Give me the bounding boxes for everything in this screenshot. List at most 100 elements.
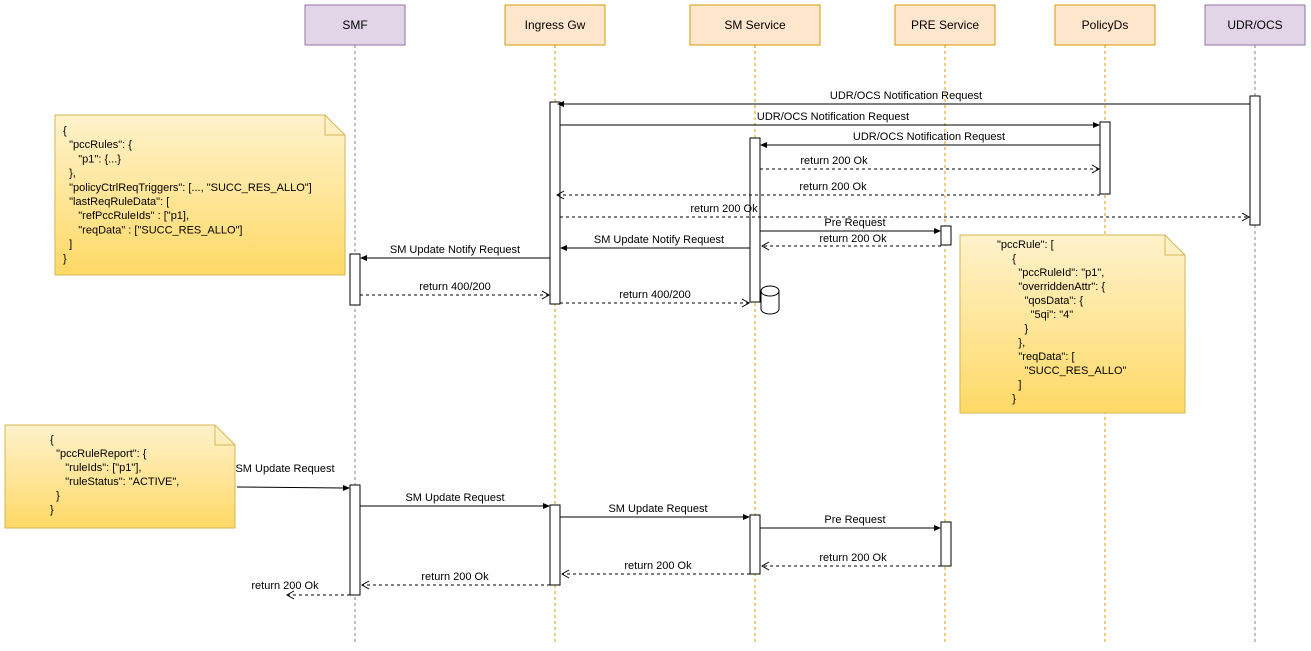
- message-sm-update-igw-to-sms[interactable]: SM Update Request: [560, 503, 750, 520]
- activation-bars: [349, 95, 1261, 596]
- note-line: {: [63, 125, 67, 137]
- note-line: }: [997, 393, 1016, 405]
- participant-ingress-gw[interactable]: Ingress Gw: [504, 4, 606, 46]
- message-label: Pre Request: [824, 514, 885, 526]
- message-label: SM Update Notify Request: [594, 234, 724, 246]
- activation-sm-service-2: [749, 514, 761, 575]
- message-label: Pre Request: [824, 217, 885, 229]
- message-label: UDR/OCS Notification Request: [757, 111, 909, 123]
- note-line: "reqData" : ["SUCC_RES_ALLO"]: [63, 224, 242, 236]
- message-return-smf-out[interactable]: return 200 Ok: [251, 580, 350, 600]
- activation-udr-ocs: [1249, 95, 1261, 226]
- message-return-pre-to-sms-2[interactable]: return 200 Ok: [760, 552, 941, 571]
- activation-pre-service-1: [940, 225, 952, 246]
- message-return-sms-to-igw-2[interactable]: return 200 Ok: [560, 560, 750, 579]
- note-line: ]: [997, 379, 1021, 391]
- activation-ingress-gw-1: [549, 101, 561, 305]
- note-line: "lastReqRuleData": [: [63, 196, 169, 208]
- message-label: UDR/OCS Notification Request: [830, 90, 982, 102]
- message-udr-notification-to-policyds[interactable]: UDR/OCS Notification Request: [560, 111, 1100, 128]
- message-label: return 200 Ok: [819, 552, 887, 564]
- participant-smf[interactable]: SMF: [304, 4, 406, 46]
- message-label: SM Update Notify Request: [390, 244, 520, 256]
- database-icon: [760, 285, 780, 315]
- participant-policyds-label: PolicyDs: [1082, 18, 1129, 32]
- note-line: "5qi": "4": [997, 309, 1073, 321]
- participant-sm-service-label: SM Service: [724, 18, 786, 32]
- message-return-policyds-to-igw[interactable]: return 200 Ok: [555, 181, 1100, 200]
- activation-ingress-gw-2: [549, 504, 561, 586]
- activation-smf-2: [349, 484, 361, 596]
- message-return-smf-to-igw[interactable]: return 400/200: [360, 281, 551, 300]
- message-sm-update-to-smf[interactable]: SM Update Request: [235, 463, 350, 491]
- note-line: "pccRule": [: [997, 239, 1054, 251]
- note-line: "ruleIds": ["p1"],: [50, 462, 141, 474]
- message-sm-update-smf-to-igw[interactable]: SM Update Request: [360, 492, 550, 509]
- note-line: "qosData": {: [997, 295, 1083, 307]
- activation-pre-service-2: [940, 521, 952, 567]
- participant-policyds[interactable]: PolicyDs: [1054, 4, 1156, 46]
- participant-sm-service[interactable]: SM Service: [689, 4, 821, 46]
- note-line: "p1": {...}: [63, 153, 121, 165]
- note-pcc-rule[interactable]: "pccRule": [ { "pccRuleId": "p1", "overr…: [959, 234, 1186, 414]
- message-label: SM Update Request: [608, 503, 707, 515]
- message-udr-notification-to-sms[interactable]: UDR/OCS Notification Request: [760, 131, 1100, 148]
- messages: UDR/OCS Notification Request UDR/OCS Not…: [235, 90, 1251, 600]
- message-label: return 200 Ok: [800, 155, 868, 167]
- note-line: {: [997, 253, 1016, 265]
- note-line: },: [997, 337, 1025, 349]
- message-label: UDR/OCS Notification Request: [853, 131, 1005, 143]
- note-line: }: [50, 490, 60, 502]
- participant-pre-service-label: PRE Service: [911, 18, 979, 32]
- note-line: {: [50, 434, 54, 446]
- message-return-igw-to-udr[interactable]: return 200 Ok: [560, 203, 1251, 222]
- message-return-igw-to-smf-2[interactable]: return 200 Ok: [360, 571, 550, 590]
- note-pcc-rule-text: "pccRule": [ { "pccRuleId": "p1", "overr…: [997, 239, 1127, 405]
- message-label: return 200 Ok: [624, 560, 692, 572]
- note-line: "pccRuleReport": {: [50, 448, 147, 460]
- note-line: "reqData": [: [997, 351, 1075, 363]
- note-pcc-rules[interactable]: { "pccRules": { "p1": {...} }, "policyCt…: [54, 114, 346, 276]
- note-line: "SUCC_RES_ALLO": [997, 365, 1127, 377]
- activation-policyds: [1099, 121, 1111, 195]
- message-pre-request-2[interactable]: Pre Request: [760, 514, 941, 531]
- message-udr-notification-to-igw[interactable]: UDR/OCS Notification Request: [557, 90, 1250, 107]
- message-label: return 400/200: [419, 281, 491, 293]
- note-line: }: [997, 323, 1029, 335]
- message-return-pre-to-sms[interactable]: return 200 Ok: [760, 233, 941, 251]
- note-line: }: [50, 504, 54, 516]
- message-pre-request-1[interactable]: Pre Request: [760, 217, 941, 234]
- participant-udr-ocs[interactable]: UDR/OCS: [1204, 4, 1306, 46]
- note-line: "refPccRuleIds" : ["p1],: [63, 210, 189, 222]
- activation-sm-service-1: [749, 137, 761, 303]
- message-label: return 200 Ok: [421, 571, 489, 583]
- message-return-sms-to-policyds[interactable]: return 200 Ok: [760, 155, 1101, 174]
- note-line: ]: [63, 239, 72, 251]
- message-label: return 200 Ok: [819, 233, 887, 245]
- note-pcc-rule-report-text: { "pccRuleReport": { "ruleIds": ["p1"], …: [50, 434, 179, 516]
- note-line: "policyCtrlReqTriggers": [..., "SUCC_RES…: [63, 182, 312, 194]
- message-label: return 200 Ok: [690, 203, 758, 215]
- participant-smf-label: SMF: [342, 18, 367, 32]
- note-line: "pccRules": {: [63, 139, 132, 151]
- message-return-igw-to-sms[interactable]: return 400/200: [560, 289, 751, 308]
- note-line: "ruleStatus": "ACTIVE",: [50, 476, 179, 488]
- note-pcc-rules-text: { "pccRules": { "p1": {...} }, "policyCt…: [63, 125, 312, 265]
- note-pcc-rule-report[interactable]: { "pccRuleReport": { "ruleIds": ["p1"], …: [4, 424, 236, 529]
- note-line: "pccRuleId": "p1",: [997, 267, 1104, 279]
- note-line: }: [63, 253, 67, 265]
- participant-ingress-gw-label: Ingress Gw: [525, 18, 586, 32]
- participant-pre-service[interactable]: PRE Service: [894, 4, 996, 46]
- note-line: },: [63, 168, 76, 180]
- message-label: return 400/200: [619, 289, 691, 301]
- note-line: "overriddenAttr": {: [997, 281, 1105, 293]
- participants: SMF Ingress Gw SM Service PRE Service Po…: [304, 4, 1306, 46]
- message-label: SM Update Request: [405, 492, 504, 504]
- message-sm-update-notify-to-igw[interactable]: SM Update Notify Request: [560, 234, 750, 251]
- message-label: return 200 Ok: [251, 580, 319, 592]
- message-sm-update-notify-to-smf[interactable]: SM Update Notify Request: [360, 244, 550, 261]
- activation-smf-1: [349, 253, 361, 306]
- participant-udr-ocs-label: UDR/OCS: [1227, 18, 1282, 32]
- message-label: return 200 Ok: [799, 181, 867, 193]
